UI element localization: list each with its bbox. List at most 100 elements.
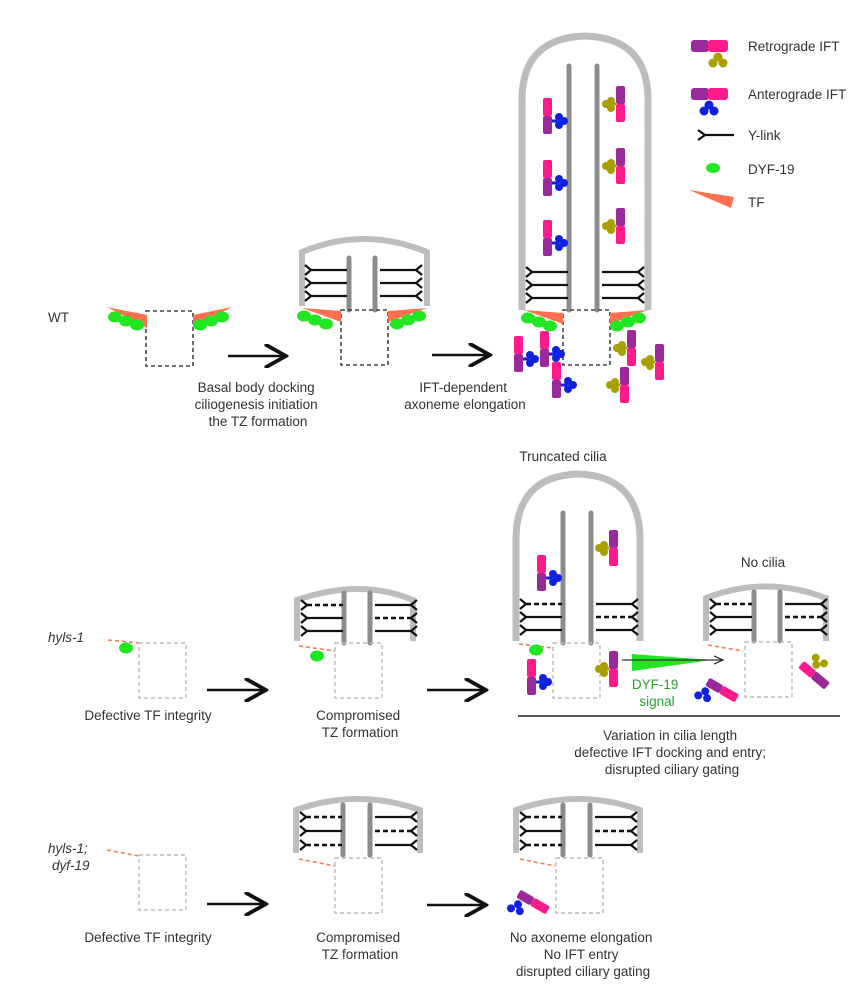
truncated-cilia-title: Truncated cilia [519, 449, 607, 464]
ift-train-tilted [694, 678, 739, 703]
y-link [518, 623, 564, 637]
y-link [593, 810, 639, 824]
retrograde-ift [602, 148, 625, 184]
legend-item-retrograde: Retrograde IFT [691, 39, 840, 68]
caption: IFT-dependent axoneme elongation [404, 380, 526, 412]
hyls1-stage-basal-body [107, 639, 187, 699]
retrograde-ift [602, 86, 625, 122]
anterograde-ift [552, 362, 577, 398]
y-link-defective [783, 610, 829, 624]
retrograde-ift [606, 367, 629, 403]
y-link-icon [697, 129, 734, 141]
legend-label: Retrograde IFT [748, 39, 840, 54]
signal-label: DYF-19 signal [632, 677, 682, 709]
y-link-defective [518, 597, 564, 611]
dyf-19 [310, 650, 324, 662]
basal-body [562, 309, 611, 366]
y-link [378, 289, 424, 303]
outcome-text: No axoneme elongation No IFT entry disru… [510, 930, 656, 979]
y-link [303, 276, 349, 290]
double-stage-final [507, 796, 643, 916]
defective-tf [519, 858, 556, 867]
legend-label: Y-link [748, 128, 781, 143]
y-link [600, 265, 646, 279]
y-link [593, 838, 639, 852]
legend-item-tf: TF [689, 190, 765, 210]
genotype-label-hyls-1: hyls-1 [48, 630, 84, 645]
ciliary-membrane [294, 586, 416, 641]
y-link [518, 610, 564, 624]
y-link [600, 291, 646, 305]
caption: Defective TF integrity [84, 708, 212, 723]
y-link-defective [594, 610, 640, 624]
hyls1-no-cilium [703, 583, 830, 698]
anterograde-ift [543, 98, 568, 134]
y-link [594, 623, 640, 637]
basal-body [334, 857, 383, 914]
y-link [378, 263, 424, 277]
y-link [303, 289, 349, 303]
ciliary-membrane [518, 32, 652, 310]
y-link-defective [708, 597, 754, 611]
signal-arrow-head [713, 655, 725, 665]
y-link-defective [298, 838, 344, 852]
y-link [298, 824, 344, 838]
defective-tf [298, 645, 336, 652]
legend-item-dyf19: DYF-19 [706, 162, 795, 177]
defective-tf [107, 639, 140, 644]
dyf-19 [119, 642, 133, 654]
caption: Basal body docking ciliogenesis initiati… [195, 380, 322, 429]
legend-item-anterograde: Anterograde IFT [691, 87, 846, 116]
y-link [600, 278, 646, 292]
defective-tf [707, 644, 744, 652]
basal-body [552, 642, 601, 699]
legend-label: Anterograde IFT [748, 87, 846, 102]
anterograde-ift [527, 659, 552, 695]
retrograde-ift [613, 330, 636, 366]
y-link [373, 810, 419, 824]
retrograde-ift-icon [691, 40, 728, 68]
ift-train-tilted [507, 890, 550, 916]
y-link [783, 597, 829, 611]
legend-label: DYF-19 [748, 162, 795, 177]
signal-wedge [632, 654, 712, 671]
y-link [708, 623, 754, 637]
no-cilia-title: No cilia [741, 555, 786, 570]
genotype-label-wt: WT [48, 310, 69, 325]
defective-tf [298, 858, 336, 867]
y-link [373, 838, 419, 852]
wt-stage-basal-body [107, 307, 232, 367]
ciliary-membrane [512, 470, 644, 641]
y-link-defective [518, 810, 564, 824]
basal-body [138, 642, 187, 699]
anterograde-ift [540, 331, 565, 367]
y-link-defective [373, 824, 419, 838]
basal-body [744, 641, 793, 698]
y-link [518, 824, 564, 838]
basal-body [555, 857, 604, 914]
ciliary-membrane [299, 236, 430, 306]
ciliary-membrane [513, 796, 643, 853]
y-link [524, 278, 570, 292]
y-link [378, 276, 424, 290]
legend-label: TF [748, 195, 765, 210]
anterograde-ift [543, 160, 568, 196]
genotype-label-double: hyls-1; dyf-19 [48, 841, 92, 873]
y-link [708, 610, 754, 624]
retrograde-ift-tilted [798, 653, 830, 689]
basal-body [138, 854, 187, 911]
tf-left [302, 308, 341, 322]
caption: Compromised TZ formation [316, 930, 404, 962]
dyf-19 [529, 644, 543, 656]
defective-tf [106, 849, 140, 857]
retrograde-ift [595, 530, 618, 566]
retrograde-ift [641, 344, 664, 380]
anterograde-ift [543, 220, 568, 256]
basal-body [334, 642, 383, 699]
legend-item-ylink: Y-link [697, 128, 781, 143]
ciliary-membrane [293, 796, 423, 853]
y-link-defective [593, 824, 639, 838]
retrograde-ift [595, 651, 618, 687]
hyls1-stage-tz [294, 586, 419, 699]
